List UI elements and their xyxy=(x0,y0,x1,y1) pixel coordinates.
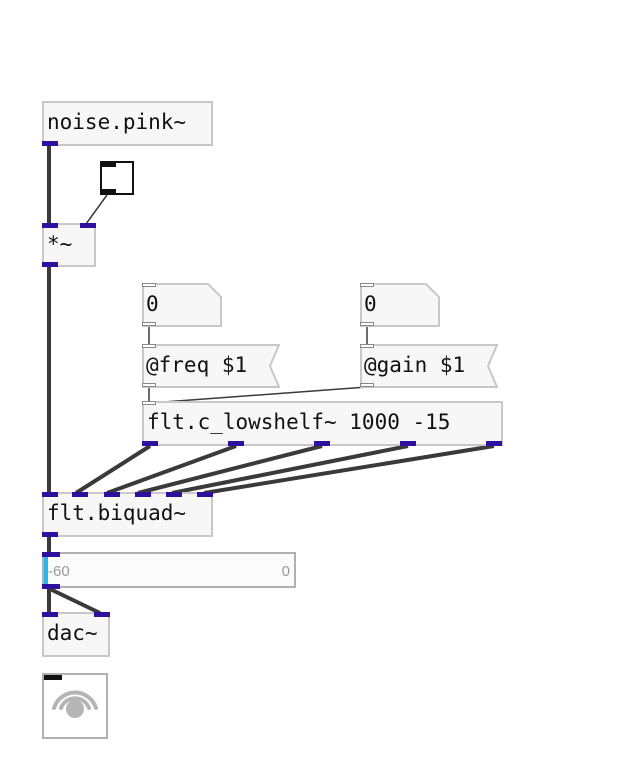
level-meter-min: -60 xyxy=(48,563,70,580)
cord-lowshelf-b0 xyxy=(74,444,152,495)
noise-pink-object[interactable]: noise.pink~ xyxy=(42,101,213,146)
lowshelf-outlet-4[interactable] xyxy=(400,441,416,446)
freq-message-box[interactable]: @freq $1 xyxy=(142,344,280,388)
gain-number-box[interactable]: 0 xyxy=(360,283,440,327)
biquad-label: flt.biquad~ xyxy=(47,501,187,525)
biquad-inlet-3[interactable] xyxy=(104,492,120,497)
gain-message-outlet[interactable] xyxy=(360,383,374,387)
speaker-icon xyxy=(52,690,98,718)
multiply-object[interactable]: *~ xyxy=(42,223,96,267)
freq-number-value: 0 xyxy=(146,292,159,316)
lowshelf-outlet-5[interactable] xyxy=(486,441,502,446)
cord-lowshelf-b1 xyxy=(106,444,237,495)
lowshelf-outlet-2[interactable] xyxy=(228,441,244,446)
gain-message-box[interactable]: @gain $1 xyxy=(360,344,498,388)
gain-number-value: 0 xyxy=(364,292,377,316)
gain-message-inlet[interactable] xyxy=(360,344,374,348)
freq-message-inlet[interactable] xyxy=(142,344,156,348)
gain-message-label: @gain $1 xyxy=(364,353,466,377)
cord-lowshelf-a1 xyxy=(171,444,409,495)
gain-number-outlet[interactable] xyxy=(360,322,374,326)
biquad-inlet-5[interactable] xyxy=(166,492,182,497)
lowshelf-inlet[interactable] xyxy=(142,401,156,405)
noise-outlet[interactable] xyxy=(42,141,58,146)
noise-pink-label: noise.pink~ xyxy=(47,110,187,134)
level-meter[interactable]: -60 0 xyxy=(42,552,296,588)
dac-object[interactable]: dac~ xyxy=(42,612,110,657)
meter-inlet[interactable] xyxy=(42,552,60,557)
lowshelf-label: flt.c_lowshelf~ 1000 -15 xyxy=(147,410,451,434)
freq-number-box[interactable]: 0 xyxy=(142,283,222,327)
biquad-outlet[interactable] xyxy=(42,532,58,537)
multiply-label: *~ xyxy=(47,232,73,256)
lowshelf-outlet-1[interactable] xyxy=(142,441,158,446)
toggle[interactable] xyxy=(100,161,134,195)
freq-message-outlet[interactable] xyxy=(142,383,156,387)
freq-message-label: @freq $1 xyxy=(146,353,248,377)
cord-toggle-to-mul xyxy=(85,194,108,225)
gain-number-inlet[interactable] xyxy=(360,283,374,287)
multiply-inlet-left[interactable] xyxy=(42,223,58,228)
lowshelf-object[interactable]: flt.c_lowshelf~ 1000 -15 xyxy=(142,401,503,446)
dsp-toggle[interactable] xyxy=(42,673,108,739)
biquad-inlet-6[interactable] xyxy=(197,492,213,497)
biquad-object[interactable]: flt.biquad~ xyxy=(42,492,213,537)
level-meter-max: 0 xyxy=(281,563,290,580)
biquad-inlet-2[interactable] xyxy=(72,492,88,497)
cord-lowshelf-a2 xyxy=(203,444,495,495)
multiply-inlet-right[interactable] xyxy=(80,223,96,228)
biquad-inlet-1[interactable] xyxy=(42,492,58,497)
lowshelf-outlet-3[interactable] xyxy=(314,441,330,446)
toggle-outlet[interactable] xyxy=(102,189,116,193)
meter-outlet[interactable] xyxy=(42,584,60,589)
biquad-inlet-4[interactable] xyxy=(135,492,151,497)
dac-inlet-right[interactable] xyxy=(94,612,110,617)
dac-label: dac~ xyxy=(47,621,98,645)
cord-meter-to-dac-right xyxy=(49,587,101,615)
toggle-inlet[interactable] xyxy=(102,163,116,167)
cord-lowshelf-b2 xyxy=(137,444,323,495)
multiply-outlet[interactable] xyxy=(42,262,58,267)
level-meter-fill xyxy=(44,556,48,584)
dsp-inlet xyxy=(44,675,62,680)
freq-number-outlet[interactable] xyxy=(142,322,156,326)
dac-inlet-left[interactable] xyxy=(42,612,58,617)
freq-number-inlet[interactable] xyxy=(142,283,156,287)
cord-gainmsg-to-lowshelf xyxy=(149,386,368,404)
